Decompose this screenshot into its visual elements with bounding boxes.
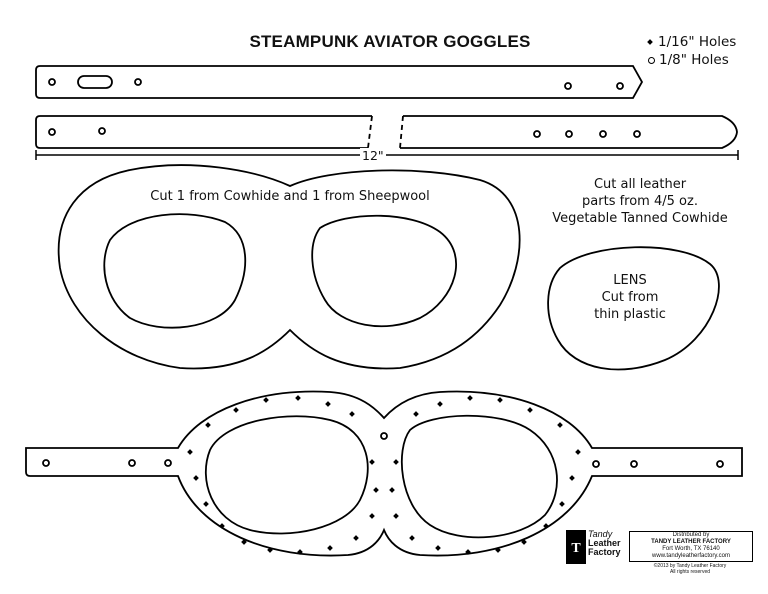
svg-text:T: T [571,541,581,556]
strap-hole [616,82,624,90]
stitch-hole [233,407,239,413]
stitch-hole [559,501,565,507]
lens-instruction: LENS Cut from thin plastic [570,272,690,323]
stitch-hole [465,549,471,555]
lens-line-3: thin plastic [594,307,666,322]
dist-line-4: www.tandyleatherfactory.com [652,553,730,559]
leather-line-3: Vegetable Tanned Cowhide [552,211,728,226]
stitch-hole [393,513,399,519]
legend-large-label: 1/8" Holes [659,52,729,68]
brand-mid: Leather [588,538,621,548]
stitch-hole [409,535,415,541]
stitch-hole [241,539,247,545]
stitch-hole [369,459,375,465]
stitch-hole [527,407,533,413]
distributor-box: Distributed by TANDY LEATHER FACTORY For… [629,531,753,562]
frame-left-eye [205,415,369,535]
stitch-hole [349,411,355,417]
copyright: ©2013 by Tandy Leather Factory All right… [629,563,751,575]
tandy-logo: T [566,530,586,564]
stitch-hole [369,513,375,519]
stitch-hole [295,395,301,401]
mask-instruction: Cut 1 from Cowhide and 1 from Sheepwool [150,189,430,204]
stitch-hole [569,475,575,481]
stitch-hole [437,401,443,407]
stitch-hole [497,397,503,403]
mask-right-eye [311,214,457,328]
buckle-slot [77,75,113,89]
leather-instruction: Cut all leather parts from 4/5 oz. Veget… [530,176,750,227]
dist-line-2: TANDY LEATHER FACTORY [651,539,731,545]
legend-small-holes: 1/16" Holes [647,34,737,50]
frame-right-eye [400,414,558,539]
stitch-hole [575,449,581,455]
strap-hole [48,78,56,86]
strap-hole [564,82,572,90]
stitch-hole [467,395,473,401]
leather-line-1: Cut all leather [593,177,687,192]
stitch-hole [373,487,379,493]
stitch-hole [327,545,333,551]
stitch-hole [353,535,359,541]
stitch-hole [205,422,211,428]
stitch-hole [393,459,399,465]
leather-line-2: parts from 4/5 oz. [582,194,698,209]
legend-small-label: 1/16" Holes [658,34,737,50]
stitch-hole [325,401,331,407]
stitch-hole [557,422,563,428]
stitch-hole [263,397,269,403]
mask-piece [57,164,521,370]
goggle-frame [25,390,743,557]
stitch-hole [203,501,209,507]
lens-piece [547,246,720,371]
stitch-hole [521,539,527,545]
mask-left-eye [103,213,247,329]
dist-line-1: Distributed by [672,532,710,538]
stitch-hole [267,547,273,553]
stitch-holes [187,395,581,555]
stitch-hole [413,411,419,417]
stitch-hole [389,487,395,493]
legend-large-holes: 1/8" Holes [648,52,729,68]
small-hole-icon [647,39,653,45]
page-title: STEAMPUNK AVIATOR GOGGLES [249,32,531,51]
brand-wordmark: Tandy Leather Factory [588,530,621,557]
stitch-hole [219,523,225,529]
upper-strap [35,65,644,99]
stitch-hole [543,523,549,529]
lens-line-2: Cut from [601,290,659,305]
strap-hole [134,78,142,86]
stitch-hole [193,475,199,481]
copyright-line-1: ©2013 by Tandy Leather Factory [653,563,727,569]
brand-bottom: Factory [588,547,621,557]
copyright-line-2: All rights reserved [669,569,710,575]
strap-length-label: 12" [360,148,386,163]
large-hole-icon [648,56,655,64]
lower-strap [35,115,738,149]
stitch-hole [495,547,501,553]
stitch-hole [187,449,193,455]
stitch-hole [297,549,303,555]
dist-line-3: Fort Worth, TX 76140 [662,546,720,552]
stitch-hole [435,545,441,551]
measure-line [35,150,739,160]
brand-top: Tandy [588,529,613,539]
lens-line-1: LENS [613,273,647,288]
